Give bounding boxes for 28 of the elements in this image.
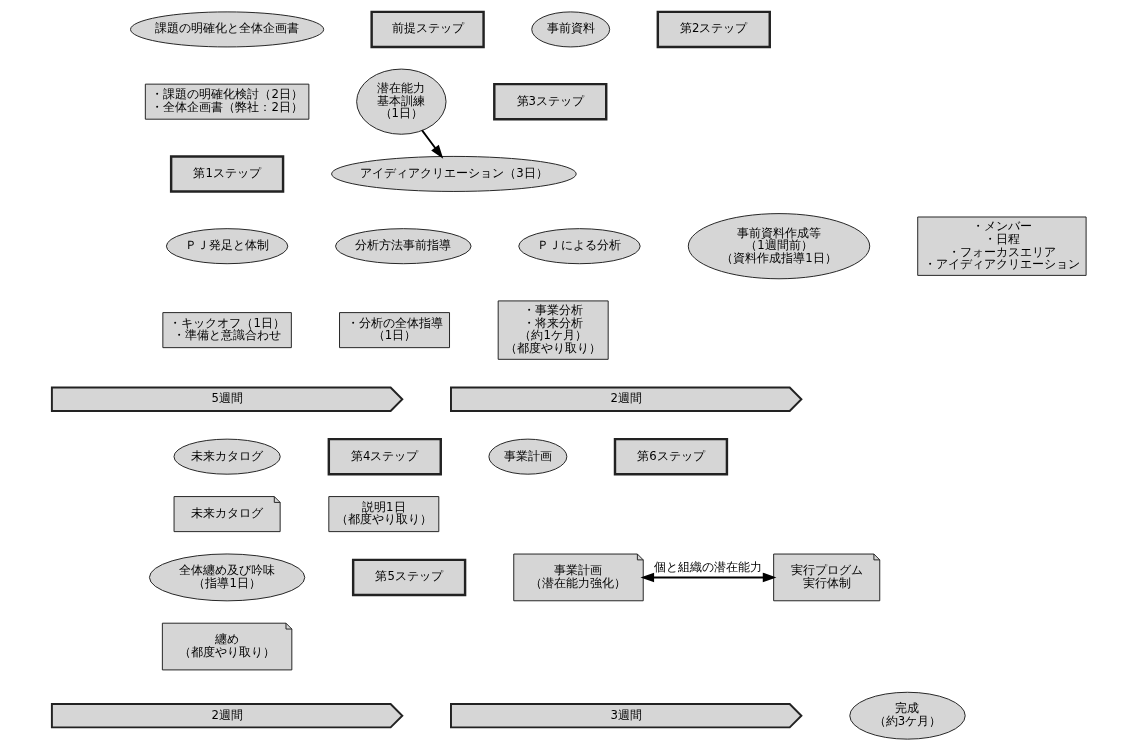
node-ellipse: アイディアクリエーション（3日）	[331, 155, 577, 192]
node-box: 第1ステップ	[169, 155, 285, 193]
node-box: 第4ステップ	[327, 437, 442, 476]
node-ellipse: 分析方法事前指導	[335, 228, 472, 265]
node-ellipse: ＰＪ発足と体制	[165, 228, 289, 265]
edge-label: 個と組織の潜在能力	[654, 560, 763, 575]
arrow	[640, 572, 777, 583]
node-ellipse: 完成 （約3ケ月）	[849, 691, 966, 740]
node-box: 前提ステップ	[370, 10, 485, 49]
node-box: ・キックオフ（1日） ・準備と意識合わせ	[162, 312, 292, 349]
node-ellipse: 事業計画	[488, 438, 568, 475]
node-box: 第5ステップ	[351, 558, 467, 597]
node-ellipse: 潜在能力 基本訓練 （1日）	[356, 68, 447, 135]
node-box: ・分析の全体指導 （1日）	[339, 312, 450, 349]
node-ellipse: 全体纏め及び吟味 （指導1日）	[148, 553, 306, 602]
node-ellipse: 事前資料	[531, 11, 611, 48]
node-ellipse: 事前資料作成等 （1週間前） （資料作成指導1日）	[687, 213, 871, 280]
node-ellipse: 未来カタログ	[173, 438, 281, 475]
node-box: 第2ステップ	[656, 10, 771, 49]
node-ellipse: ＰＪによる分析	[518, 228, 641, 265]
node-box: 第6ステップ	[613, 437, 729, 476]
node-box: ・課題の明確化検討（2日） ・全体企画書（弊社：2日）	[144, 83, 310, 120]
node-box: ・事業分析 ・将来分析 （約1ケ月） （都度やり取り）	[497, 300, 609, 360]
node-box: 説明1日 （都度やり取り）	[328, 496, 440, 533]
node-box: ・メンバー ・日程 ・フォーカスエリア ・アイディアクリエーション	[917, 216, 1087, 276]
node-box: 第3ステップ	[493, 82, 608, 121]
arrow	[421, 129, 444, 159]
node-ellipse: 課題の明確化と全体企画書	[130, 11, 325, 48]
